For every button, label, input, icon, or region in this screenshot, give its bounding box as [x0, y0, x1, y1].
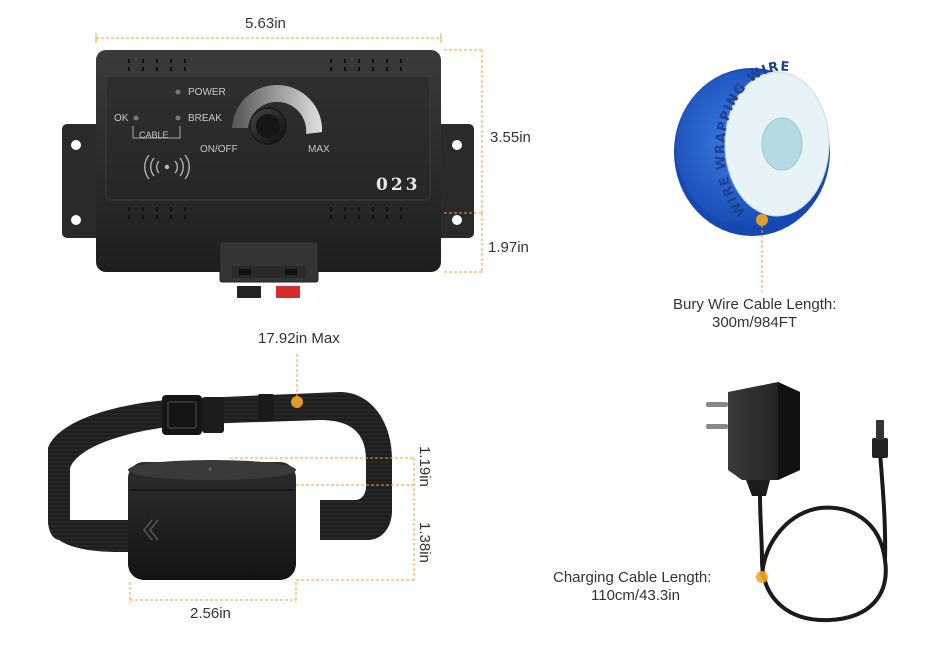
collar-height-bottom-label: 1.38in: [416, 522, 433, 563]
max-label: MAX: [308, 144, 330, 155]
charger-caption-line1: Charging Cable Length:: [553, 569, 711, 586]
collar-receiver-top: [128, 460, 296, 480]
strap-marker-dot: [291, 396, 303, 408]
wire-terminal-block: [219, 241, 319, 298]
cable-label: CABLE: [139, 130, 169, 140]
wire-spool-caption-line1: Bury Wire Cable Length:: [673, 296, 836, 313]
wire-spool-group: WIRE WRAPPING WIRE Bury Wire Cable Lengt…: [673, 59, 836, 331]
wire-spool-marker-dot: [756, 214, 768, 226]
transmitter-depth-label: 1.97in: [488, 239, 529, 256]
charger-marker-dot: [756, 571, 768, 583]
collar-height-dimension: [230, 457, 415, 581]
strap-length-label: 17.92in Max: [258, 330, 340, 347]
wire-spool-caption-line2: 300m/984FT: [712, 314, 797, 331]
charger-caption-line2: 110cm/43.3in: [591, 587, 680, 604]
model-code: 023: [376, 175, 421, 195]
collar-width-label: 2.56in: [190, 605, 231, 622]
collar-receiver-body: [128, 462, 296, 580]
break-led-label: BREAK: [188, 113, 222, 124]
collar-buckle[interactable]: [162, 395, 224, 435]
strap-loop: [258, 394, 274, 420]
cable-bracket: [132, 126, 181, 139]
break-led-icon: [175, 115, 181, 121]
transmitter-width-dimension: [95, 33, 442, 43]
transmitter-height-label: 3.55in: [490, 129, 531, 146]
collar-width-dimension: [129, 582, 297, 603]
transmitter-height-dimension: [444, 49, 483, 214]
collar-group: 17.92in Max 1.19in 1.38in 2.56in: [48, 330, 433, 622]
mounting-flange-left: [62, 124, 102, 238]
transmitter-width-label: 5.63in: [245, 15, 286, 32]
ok-led-icon: [133, 115, 139, 121]
level-arc: [232, 84, 323, 134]
plug-prongs: [706, 402, 728, 429]
top-vents: [128, 59, 402, 71]
wire-spool-core: [761, 117, 803, 171]
ok-led-label: OK: [114, 113, 129, 124]
bottom-vents: [128, 207, 402, 219]
power-led-icon: [175, 89, 181, 95]
dc-barrel-plug: [872, 420, 888, 458]
transmitter-group: POWER OK BREAK CABLE ON/OFF MAX 023: [62, 15, 531, 298]
charging-cable: [758, 492, 888, 623]
power-led-label: POWER: [188, 87, 226, 98]
mounting-flange-right: [436, 124, 474, 238]
collar-height-top-label: 1.19in: [416, 446, 433, 487]
transmitter-depth-dimension: [444, 213, 483, 273]
battery-cover-icon: [143, 519, 159, 541]
on-off-label: ON/OFF: [200, 144, 238, 155]
charger-group: Charging Cable Length: 110cm/43.3in: [553, 382, 888, 623]
collar-strap: [48, 392, 392, 540]
signal-icon: [144, 154, 190, 180]
